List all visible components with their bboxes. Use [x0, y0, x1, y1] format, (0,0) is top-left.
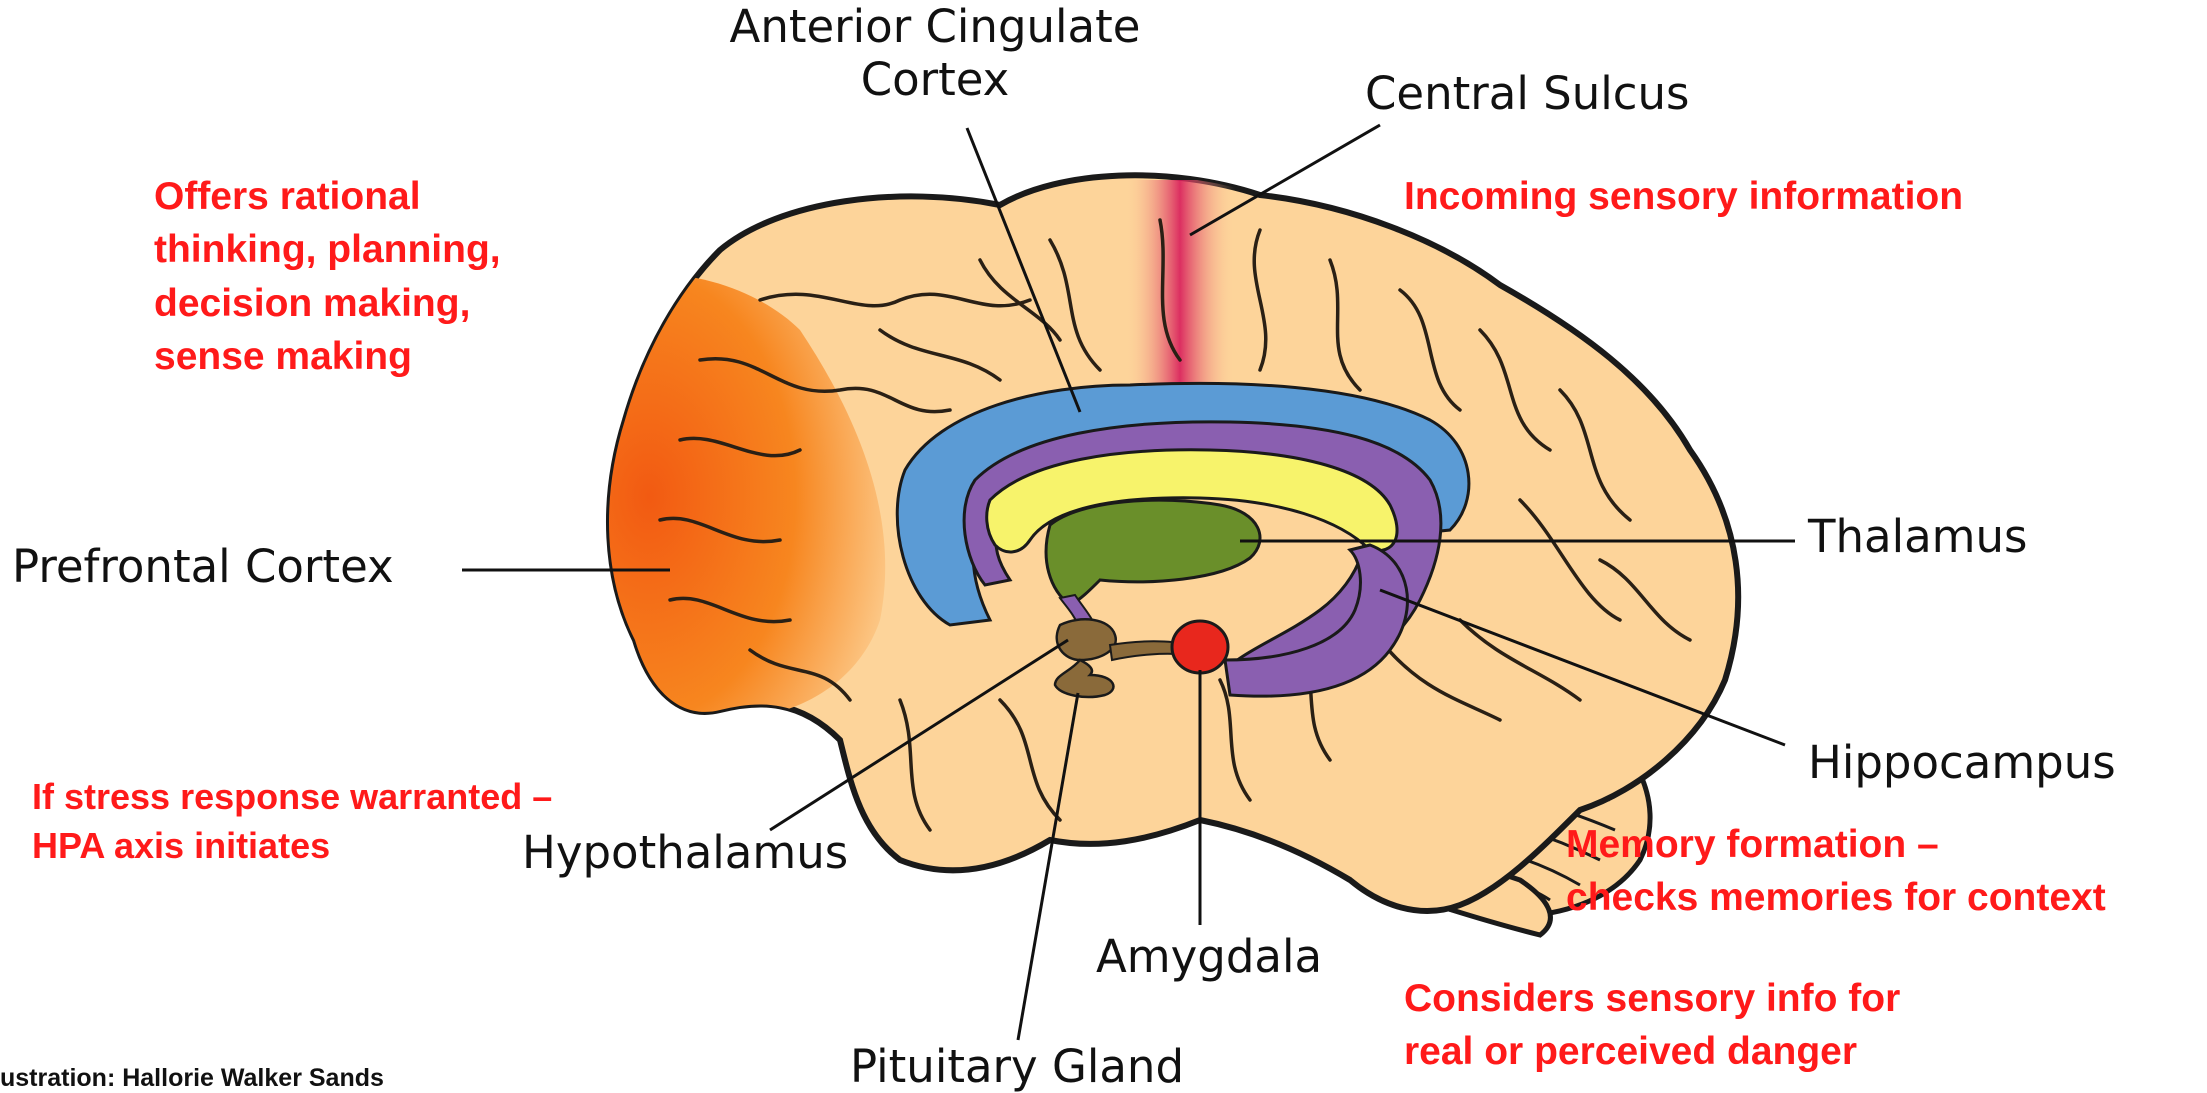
note-prefrontal-line4: sense making	[154, 330, 501, 383]
label-acc-line1: Anterior Cingulate	[700, 0, 1170, 53]
note-danger: Considers sensory info for real or perce…	[1404, 972, 1900, 1079]
label-anterior-cingulate: Anterior Cingulate Cortex	[700, 0, 1170, 106]
note-danger-line1: Considers sensory info for	[1404, 972, 1900, 1025]
label-hippocampus: Hippocampus	[1808, 736, 2116, 789]
note-memory-line2: checks memories for context	[1566, 871, 2106, 924]
note-hpa-line1: If stress response warranted –	[32, 772, 552, 821]
hypothalamus-region	[1057, 619, 1116, 660]
note-prefrontal-line3: decision making,	[154, 277, 501, 330]
label-acc-line2: Cortex	[700, 53, 1170, 106]
label-amygdala: Amygdala	[1096, 930, 1322, 983]
label-central-sulcus: Central Sulcus	[1365, 67, 1689, 120]
label-thalamus: Thalamus	[1808, 510, 2027, 563]
label-pituitary-gland: Pituitary Gland	[850, 1040, 1184, 1093]
label-prefrontal-cortex: Prefrontal Cortex	[12, 540, 394, 593]
note-prefrontal-line2: thinking, planning,	[154, 223, 501, 276]
note-prefrontal-role: Offers rational thinking, planning, deci…	[154, 170, 501, 384]
note-hpa-line2: HPA axis initiates	[32, 821, 552, 870]
illustration-credit: ustration: Hallorie Walker Sands	[0, 1064, 384, 1093]
note-hpa: If stress response warranted – HPA axis …	[32, 772, 552, 871]
note-sensory: Incoming sensory information	[1404, 170, 1963, 223]
label-hypothalamus: Hypothalamus	[522, 826, 848, 879]
note-memory-line1: Memory formation –	[1566, 818, 2106, 871]
note-memory: Memory formation – checks memories for c…	[1566, 818, 2106, 925]
amygdala-region	[1172, 621, 1228, 673]
note-prefrontal-line1: Offers rational	[154, 170, 501, 223]
note-danger-line2: real or perceived danger	[1404, 1025, 1900, 1078]
